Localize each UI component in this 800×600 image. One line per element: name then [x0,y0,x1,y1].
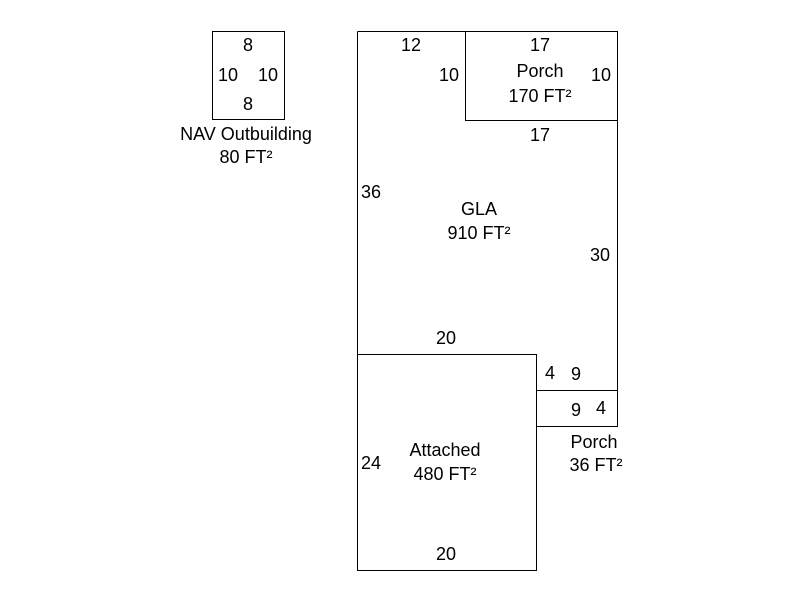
porch-small-dim-right: 4 [596,398,606,418]
attached-name: Attached [409,440,480,460]
outbuilding-area: 80 FT² [219,147,272,167]
porch-top-name: Porch [516,61,563,81]
outbuilding-dim-left: 10 [218,65,238,85]
porch-top-outline [465,31,618,121]
porch-top-dim-top: 17 [530,35,550,55]
outbuilding-dim-right: 10 [258,65,278,85]
gla-dim-inner-vertical: 10 [439,65,459,85]
gla-name: GLA [461,199,497,219]
porch-small-outline [536,390,618,427]
porch-small-dim-bottom: 9 [571,400,581,420]
outbuilding-dim-top: 8 [243,35,253,55]
gla-dim-left: 36 [361,182,381,202]
gla-area: 910 FT² [447,223,510,243]
porch-top-area: 170 FT² [508,86,571,106]
outbuilding-outline [212,31,285,120]
outbuilding-name: NAV Outbuilding [180,124,312,144]
porch-small-name: Porch [570,432,617,452]
gla-dim-notch-vertical: 4 [545,363,555,383]
gla-dim-right: 30 [590,245,610,265]
attached-outline [357,354,537,571]
outbuilding-dim-bottom: 8 [243,94,253,114]
attached-dim-bottom: 20 [436,544,456,564]
attached-area: 480 FT² [413,464,476,484]
porch-top-dim-right: 10 [591,65,611,85]
gla-dim-bottom: 20 [436,328,456,348]
attached-dim-left: 24 [361,453,381,473]
porch-small-area: 36 FT² [569,455,622,475]
gla-dim-top: 12 [401,35,421,55]
gla-dim-notch-horizontal: 9 [571,364,581,384]
gla-dim-inner-horizontal: 17 [530,125,550,145]
